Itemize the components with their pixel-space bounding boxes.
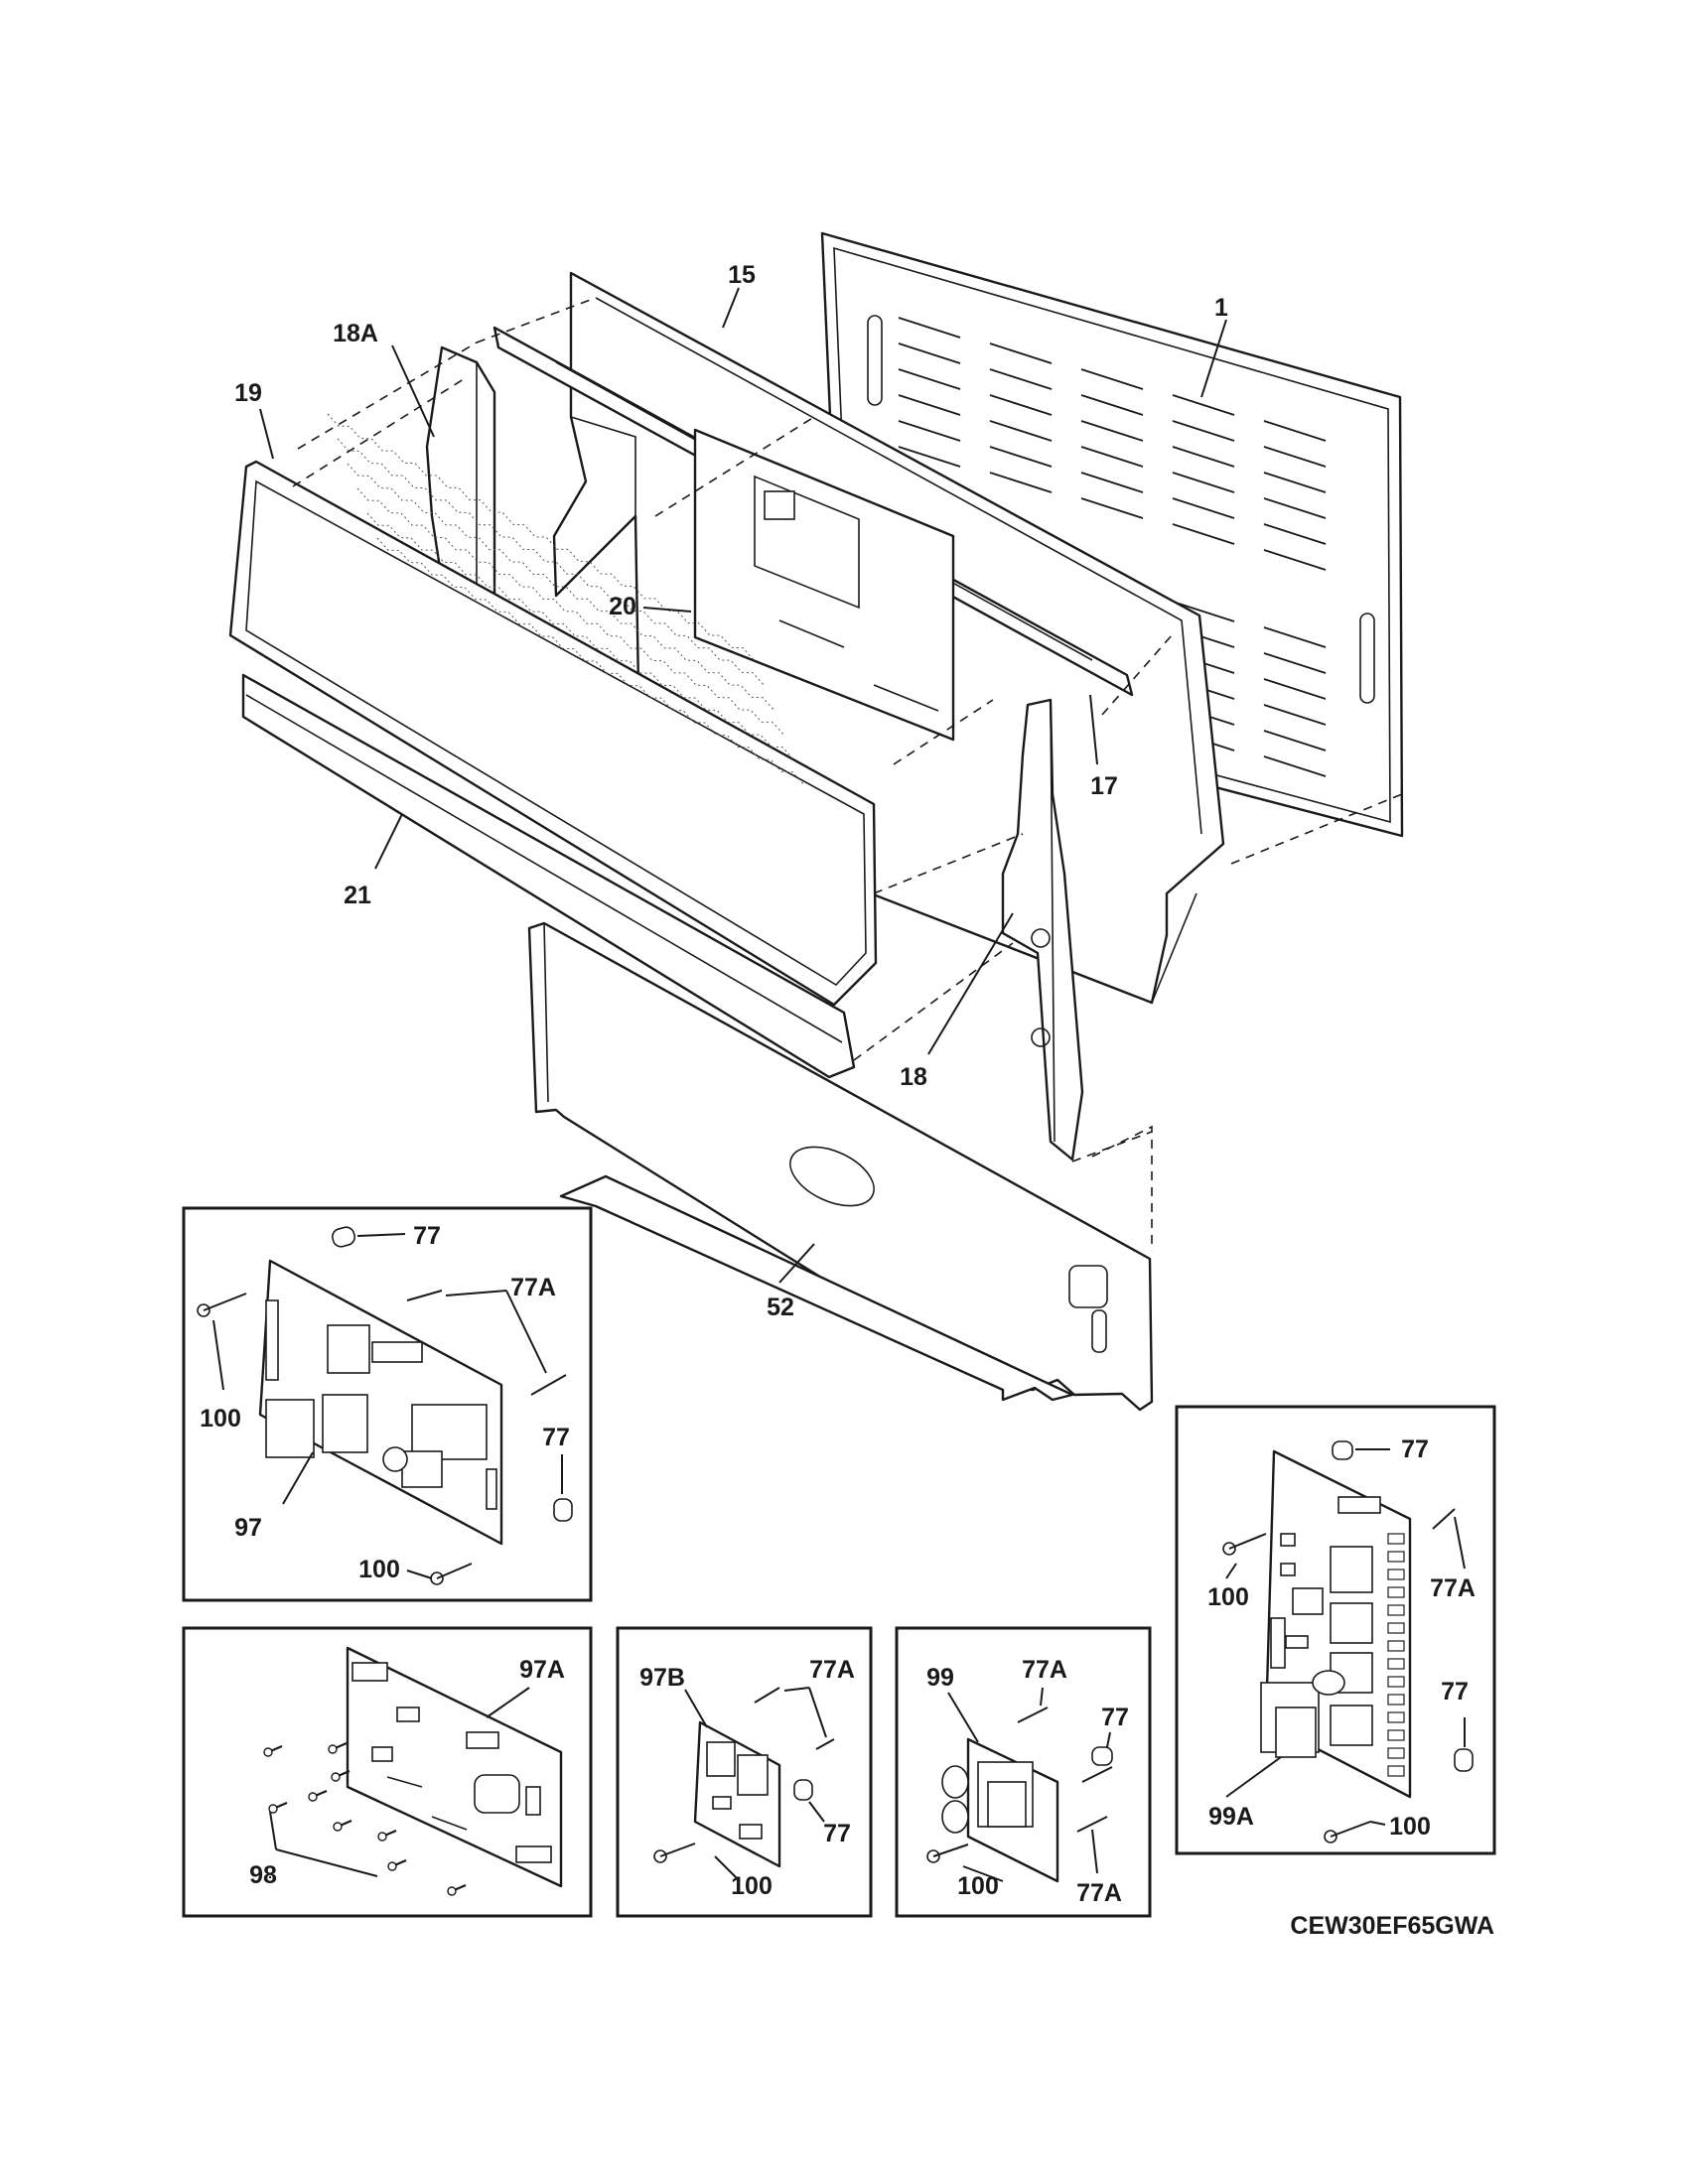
callout-98: 98 <box>249 1861 277 1889</box>
inset-board-97b <box>616 1626 873 1918</box>
glass-control-panel <box>228 413 878 1007</box>
trim-strip <box>241 673 856 1079</box>
callout-77a: 77A <box>1430 1574 1476 1602</box>
callout-97a: 97A <box>519 1656 565 1684</box>
callout-77: 77 <box>413 1222 441 1250</box>
model-code: CEW30EF65GWA <box>1290 1912 1494 1940</box>
callout-77: 77 <box>1401 1435 1429 1463</box>
callout-1: 1 <box>1214 294 1228 322</box>
inset-board-99 <box>895 1626 1152 1918</box>
inset-board-97a <box>182 1626 593 1918</box>
callout-100: 100 <box>957 1872 999 1900</box>
control-board <box>693 428 955 742</box>
callout-77a: 77A <box>1076 1879 1122 1907</box>
callout-100: 100 <box>358 1556 400 1583</box>
callout-77: 77 <box>542 1424 570 1451</box>
callout-77a: 77A <box>1022 1656 1067 1684</box>
callout-18a: 18A <box>333 320 378 347</box>
right-end-bracket <box>1001 698 1084 1161</box>
callout-18: 18 <box>900 1063 927 1091</box>
callout-100: 100 <box>1389 1813 1431 1841</box>
callout-15: 15 <box>728 261 756 289</box>
callout-99a: 99A <box>1208 1803 1254 1831</box>
leader-lines <box>259 287 1227 1284</box>
callout-77: 77 <box>1101 1704 1129 1731</box>
callout-99: 99 <box>926 1664 954 1692</box>
callout-17: 17 <box>1090 772 1118 800</box>
callout-77a: 77A <box>510 1274 556 1301</box>
alignment-lines <box>292 297 1403 1251</box>
inset-board-97 <box>182 1206 593 1602</box>
callout-97b: 97B <box>639 1664 685 1692</box>
callout-21: 21 <box>344 882 371 909</box>
callout-77a: 77A <box>809 1656 855 1684</box>
callout-100: 100 <box>731 1872 773 1900</box>
callout-77: 77 <box>823 1820 851 1847</box>
callout-97: 97 <box>234 1514 262 1542</box>
callout-100: 100 <box>1207 1583 1249 1611</box>
callout-19: 19 <box>234 379 262 407</box>
callout-52: 52 <box>767 1294 794 1321</box>
callout-100: 100 <box>200 1405 241 1433</box>
callout-77: 77 <box>1441 1678 1469 1706</box>
callout-20: 20 <box>609 593 636 620</box>
inset-board-99a <box>1175 1405 1496 1855</box>
lower-support-panel <box>527 921 1154 1412</box>
